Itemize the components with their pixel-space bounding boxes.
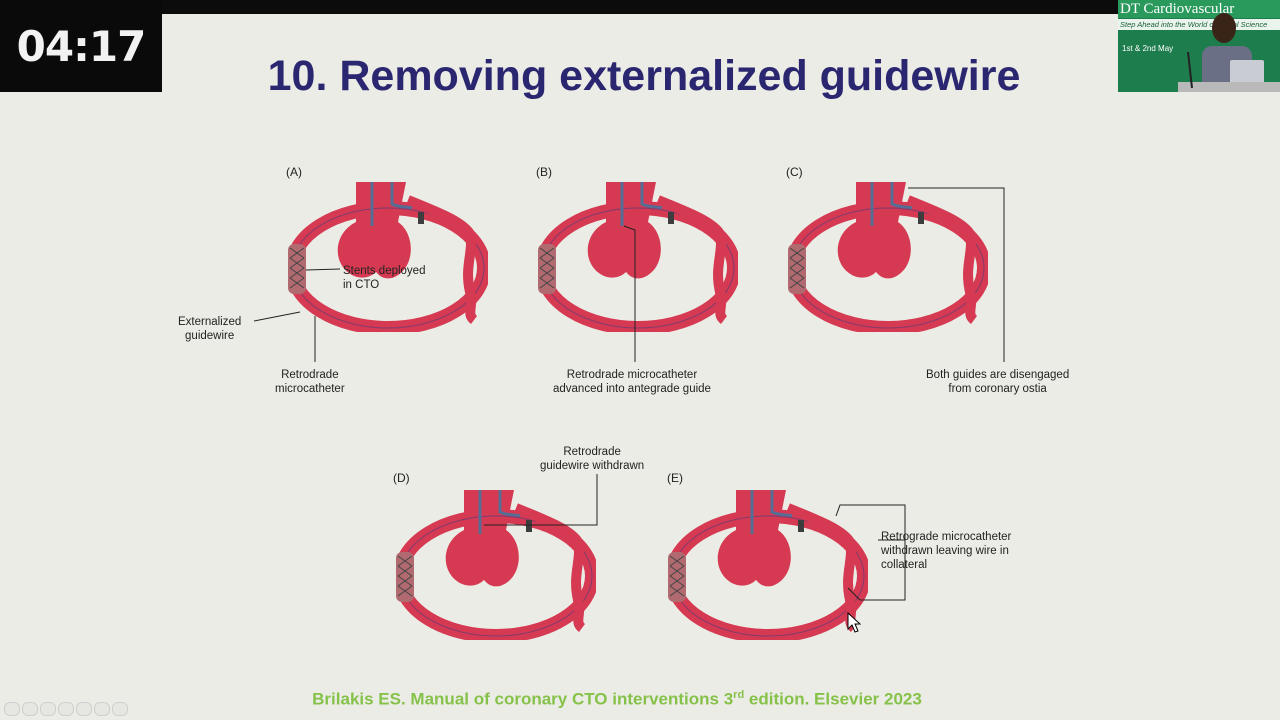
webcam-feed: DT Cardiovascular Step Ahead into the Wo… [1118, 0, 1280, 92]
timer: 04:17 [0, 0, 162, 92]
panel-a-illustration [288, 182, 488, 332]
panel-e-illustration [668, 490, 868, 640]
panel-d-label: (D) [393, 471, 410, 485]
panel-d-illustration [396, 490, 596, 640]
webcam-subtitle: Step Ahead into the World of Digital Sci… [1118, 19, 1280, 30]
prev-slide-icon[interactable] [4, 702, 20, 716]
webcam-banner: DT Cardiovascular [1118, 0, 1280, 18]
presenter-image [1178, 13, 1280, 92]
subtitles-icon[interactable] [94, 702, 110, 716]
slide-toolbar [4, 702, 128, 716]
mouse-pointer-icon [847, 612, 861, 633]
more-options-icon[interactable] [112, 702, 128, 716]
citation: Brilakis ES. Manual of coronary CTO inte… [312, 689, 922, 709]
zoom-icon[interactable] [58, 702, 74, 716]
panel-b-label: (B) [536, 165, 552, 179]
grid-icon[interactable] [76, 702, 92, 716]
panel-b-illustration [538, 182, 738, 332]
top-bar [160, 0, 1120, 14]
panel-c-label: (C) [786, 165, 803, 179]
next-slide-icon[interactable] [22, 702, 38, 716]
panel-a-label: (A) [286, 165, 302, 179]
panel-c-illustration [788, 182, 988, 332]
slide-title: 10. Removing externalized guidewire [267, 52, 1021, 100]
webcam-date: 1st & 2nd May [1122, 44, 1174, 53]
panel-e-label: (E) [667, 471, 683, 485]
pen-icon[interactable] [40, 702, 56, 716]
